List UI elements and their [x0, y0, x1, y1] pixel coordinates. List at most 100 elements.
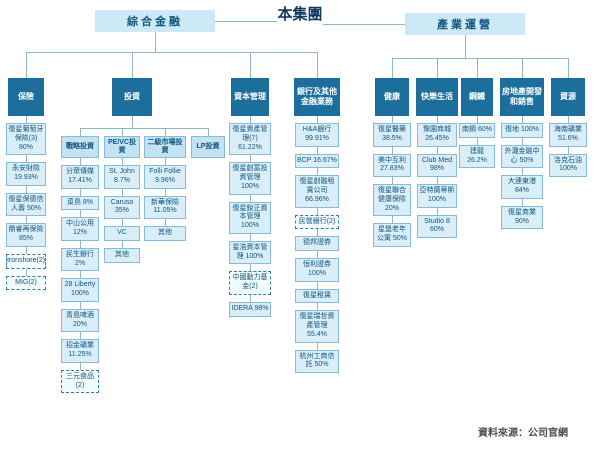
- connector-line: [437, 58, 438, 78]
- connector-line: [465, 35, 466, 58]
- org-node: 復地 100%: [501, 123, 543, 138]
- connector-line: [79, 158, 81, 165]
- org-node: 復星聯合健康保險 20%: [373, 184, 411, 217]
- connector-line: [316, 303, 318, 311]
- org-node: 復星創融租賃公司 66.96%: [295, 175, 339, 208]
- connector-line: [79, 332, 81, 340]
- org-node: H&A銀行 99.91%: [295, 123, 339, 147]
- org-node: 分眾傳媒 17.41%: [61, 165, 99, 189]
- org-node: 鼎睿再保險 85%: [6, 223, 46, 247]
- category-box: 資源: [551, 78, 585, 116]
- connector-line: [79, 188, 81, 196]
- connector-line: [567, 146, 569, 154]
- connector-line: [316, 229, 318, 237]
- connector-line: [249, 264, 251, 272]
- connector-line: [316, 207, 318, 215]
- org-node: 洛克石油 100%: [549, 153, 587, 177]
- org-node: 新華保險 11.05%: [144, 195, 186, 219]
- connector-line: [316, 146, 318, 154]
- org-node: 復星葡萄牙保險(3) 80%: [6, 123, 46, 156]
- org-node: 復星商業 90%: [501, 205, 543, 230]
- org-node: 杭州工商信託 50%: [295, 349, 339, 373]
- org-node: 招金礦業 11.25%: [61, 339, 99, 363]
- connector-line: [249, 294, 251, 302]
- connector-line: [165, 128, 166, 136]
- connector-line: [155, 32, 156, 52]
- connector-line: [391, 216, 393, 224]
- org-column: H&A銀行 99.91%BCP 16.67%復星創融租賃公司 66.96%民營銀…: [295, 116, 339, 373]
- connector-line: [521, 198, 523, 206]
- connector-line: [26, 52, 318, 53]
- subcategory-box: 戰略投資: [61, 136, 99, 158]
- org-column: 復地 100%外灘金融中心 50%大連東港 84%復星商業 90%: [501, 116, 543, 230]
- connector-line: [317, 52, 318, 78]
- connector-line: [25, 185, 27, 193]
- connector-line: [132, 52, 133, 78]
- connector-line: [25, 155, 27, 163]
- connector-line: [121, 219, 123, 226]
- org-node: 三元食品(2): [61, 369, 99, 394]
- org-node: VC: [104, 226, 140, 241]
- org-column: 復星葡萄牙保險(3) 80%永安財險 19.93%復星保德信人壽 50%鼎睿再保…: [6, 116, 46, 291]
- org-node: 復星醫藥 38.5%: [373, 123, 411, 147]
- connector-line: [79, 210, 81, 218]
- org-node: Club Med 98%: [417, 153, 457, 177]
- connector-line: [121, 158, 123, 165]
- org-column: 豫園商城 26.45%Club Med 98%亞特蘭蒂斯 100%Studio …: [417, 116, 457, 238]
- org-node: St. John 8.7%: [104, 165, 140, 189]
- connector-line: [249, 116, 251, 123]
- connector-line: [121, 240, 123, 248]
- org-column: 復星醫藥 38.5% 美中互利 27.83% 復星聯合健康保險 20% 星堡老年公寓 …: [373, 116, 411, 247]
- org-node: 中國動力基金(2): [229, 271, 271, 295]
- connector-line: [79, 362, 81, 370]
- connector-line: [436, 116, 438, 123]
- org-node: 中山公用 12%: [61, 217, 99, 241]
- org-node: 豫園商城 26.45%: [417, 123, 457, 147]
- org-node: 海南礦業 51.6%: [549, 123, 587, 147]
- connector-line: [79, 271, 81, 279]
- connector-line: [436, 177, 438, 184]
- category-box: 投資: [112, 78, 152, 116]
- org-column: 分眾傳媒 17.41%菜鳥 8%中山公用 12%民生銀行 2%28 Libert…: [61, 158, 99, 394]
- org-node: Studio 8 60%: [417, 214, 457, 238]
- org-node: 建龍 26.2%: [459, 144, 495, 169]
- org-node: 星堡老年公寓 50%: [373, 223, 411, 247]
- org-node: 復星瑞哲資產管理 55.4%: [295, 310, 339, 343]
- category-box: 房地產開發和銷售: [500, 78, 544, 116]
- org-node: 德邦證券: [295, 236, 339, 251]
- category-box: 快樂生活: [416, 78, 458, 116]
- org-node: 民營銀行(2): [295, 214, 339, 230]
- connector-line: [568, 58, 569, 78]
- connector-line: [80, 128, 209, 129]
- connector-line: [80, 128, 81, 136]
- connector-line: [250, 52, 251, 78]
- connector-line: [436, 146, 438, 154]
- org-node: 復星資產管理(7) 61.22%: [229, 123, 271, 156]
- connector-line: [316, 251, 318, 258]
- connector-line: [249, 194, 251, 202]
- org-node: IDERA 98%: [229, 301, 271, 317]
- org-node: 永安財險 19.93%: [6, 162, 46, 186]
- connector-line: [164, 188, 166, 196]
- connector-line: [392, 58, 393, 78]
- category-box: 保險: [8, 78, 44, 116]
- connector-line: [391, 146, 393, 154]
- connector-line: [476, 137, 478, 145]
- connector-line: [476, 116, 478, 123]
- connector-line: [164, 158, 166, 165]
- branch-header-integrated-finance: 綜合金融: [95, 10, 215, 32]
- connector-line: [391, 177, 393, 184]
- org-node: 青島啤酒 20%: [61, 308, 99, 333]
- subcategory-box: LP投資: [191, 136, 225, 158]
- org-node: MIG(2): [6, 275, 46, 291]
- connector-line: [122, 128, 123, 136]
- connector-line: [316, 281, 318, 289]
- connector-line: [323, 24, 405, 25]
- category-box: 健康: [375, 78, 409, 116]
- org-node: 美中互利 27.83%: [373, 153, 411, 177]
- connector-line: [25, 268, 27, 276]
- connector-line: [249, 155, 251, 163]
- org-node: 28 Liberty 100%: [61, 278, 99, 302]
- connector-line: [436, 207, 438, 215]
